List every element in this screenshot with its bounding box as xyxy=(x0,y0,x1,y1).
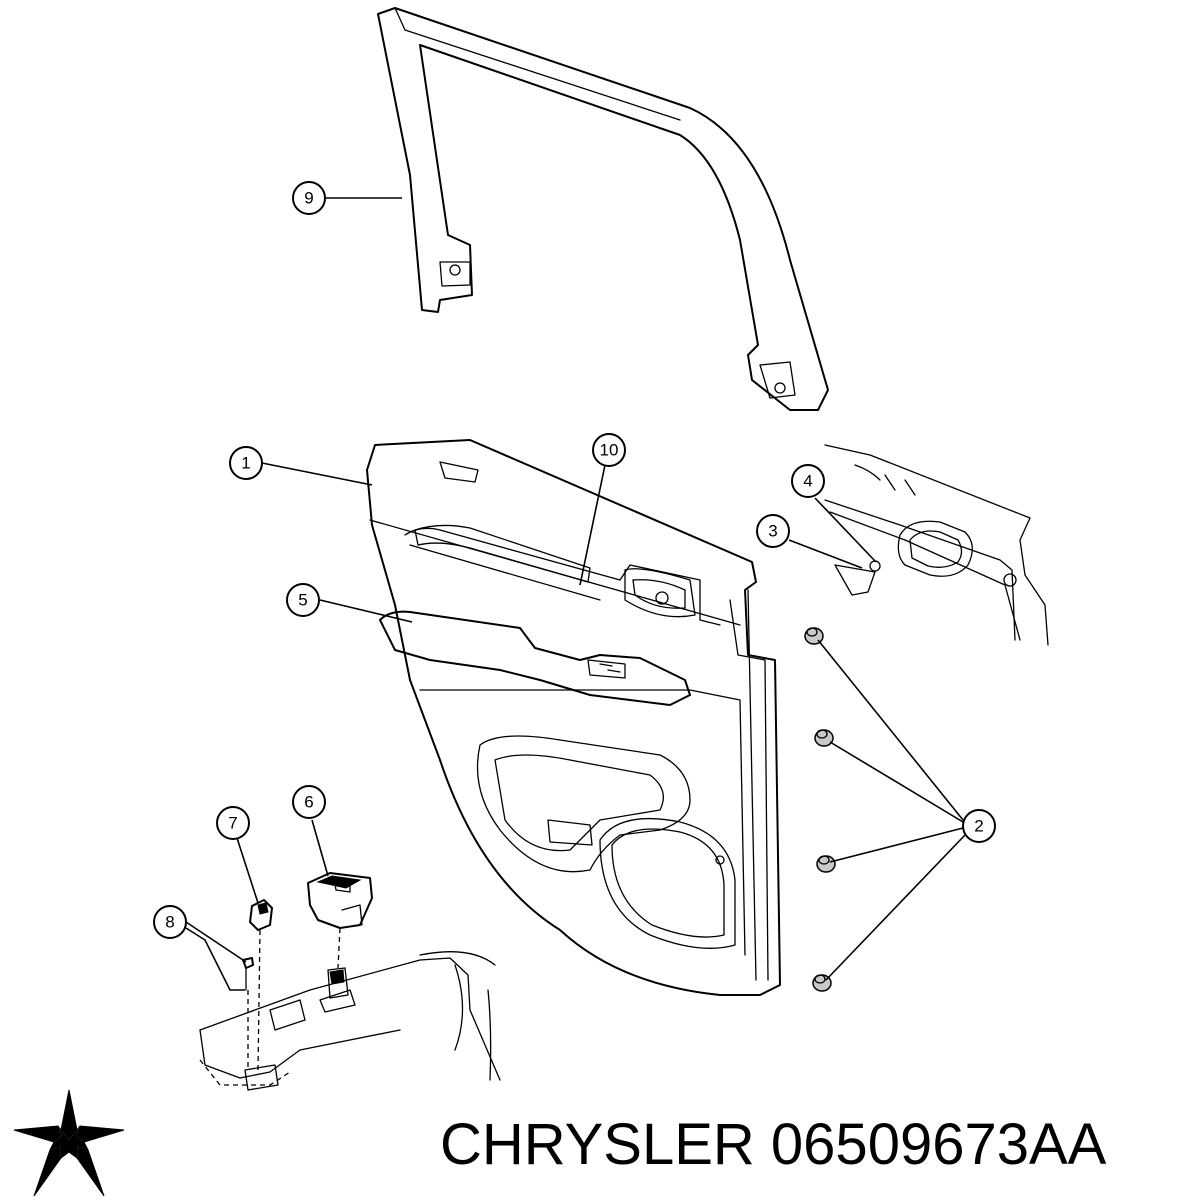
callout-4: 4 xyxy=(791,464,825,498)
svg-text:6: 6 xyxy=(304,793,313,812)
inset-door-handle-area xyxy=(824,444,1049,646)
part-6-window-switch xyxy=(307,872,373,929)
callout-10: 10 xyxy=(592,433,626,467)
callout-3: 3 xyxy=(756,514,790,548)
svg-text:1: 1 xyxy=(241,454,250,473)
callout-2: 2 xyxy=(962,809,996,843)
leader-8a xyxy=(185,921,247,963)
callout-8: 8 xyxy=(153,905,187,939)
leader-lines xyxy=(185,197,966,991)
leader-7 xyxy=(236,837,259,904)
callout-7: 7 xyxy=(216,806,250,840)
svg-text:5: 5 xyxy=(298,591,307,610)
svg-text:8: 8 xyxy=(165,913,174,932)
leader-5 xyxy=(319,599,413,623)
callout-1: 1 xyxy=(229,446,263,480)
callout-6: 6 xyxy=(292,785,326,819)
leader-8b xyxy=(185,927,245,991)
svg-text:9: 9 xyxy=(304,189,313,208)
leader-3 xyxy=(788,539,863,569)
leader-2c xyxy=(829,827,964,863)
svg-text:3: 3 xyxy=(768,522,777,541)
part-number-caption: CHRYSLER 06509673AA xyxy=(440,1112,1107,1177)
svg-text:7: 7 xyxy=(228,814,237,833)
leader-2b xyxy=(829,741,964,823)
leader-2d xyxy=(825,834,966,981)
leader-1 xyxy=(261,462,373,486)
installed-context-lower-panel xyxy=(199,927,501,1091)
callout-9: 9 xyxy=(292,181,326,215)
leader-10 xyxy=(579,464,606,586)
svg-text:10: 10 xyxy=(600,441,619,460)
chrysler-pentastar-icon xyxy=(13,1089,125,1197)
leader-6 xyxy=(311,819,329,877)
clip-3 xyxy=(816,855,836,873)
leader-4 xyxy=(814,497,877,563)
part-8-fastener xyxy=(242,957,254,991)
svg-text:4: 4 xyxy=(803,472,812,491)
part-5-armrest-bezel xyxy=(379,610,691,706)
svg-text:2: 2 xyxy=(974,817,983,836)
part-2-clips xyxy=(804,627,836,992)
leader-2a xyxy=(817,639,964,821)
part-1-door-trim-panel xyxy=(366,439,781,996)
part-10-pull-cup xyxy=(414,524,591,583)
callout-5: 5 xyxy=(286,583,320,617)
part-7-lamp xyxy=(249,899,273,931)
clip-2 xyxy=(814,729,834,747)
part-9-window-frame-molding xyxy=(377,7,829,411)
